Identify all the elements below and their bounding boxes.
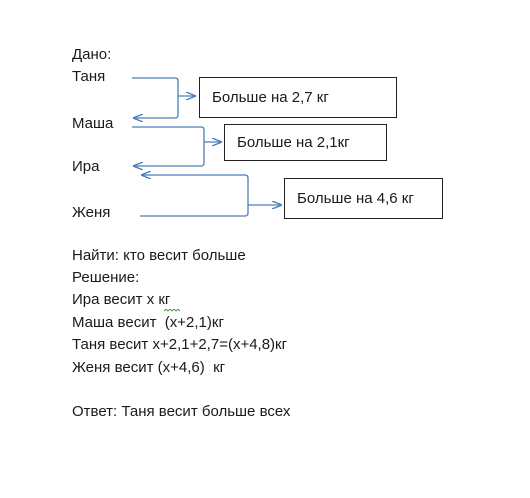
solution-label: Решение:	[72, 269, 140, 286]
solution-line-tanya: Таня весит х+2,1+2,7=(х+4,8)кг	[72, 336, 288, 353]
find-line: Найти: кто весит больше	[72, 247, 246, 264]
name-ira: Ира	[72, 158, 100, 175]
box-more-2-1: Больше на 2,1кг	[224, 124, 387, 161]
name-masha: Маша	[72, 115, 114, 132]
box-more-2-7: Больше на 2,7 кг	[199, 77, 397, 118]
solution-line-ira: Ира весит х кг	[72, 291, 171, 308]
name-zhenya: Женя	[72, 204, 111, 221]
spellcheck-underline	[164, 309, 180, 312]
given-label: Дано:	[72, 46, 112, 63]
arrow-zhenya-ira	[140, 175, 249, 217]
arrow-tanya-masha	[132, 77, 179, 118]
arrow-masha-ira	[132, 126, 205, 166]
box-more-4-6: Больше на 4,6 кг	[284, 178, 443, 219]
answer-line: Ответ: Таня весит больше всех	[72, 403, 291, 420]
solution-line-masha: Маша весит (х+2,1)кг	[72, 314, 224, 331]
solution-line-zhenya: Женя весит (х+4,6) кг	[72, 359, 226, 376]
name-tanya: Таня	[72, 68, 106, 85]
